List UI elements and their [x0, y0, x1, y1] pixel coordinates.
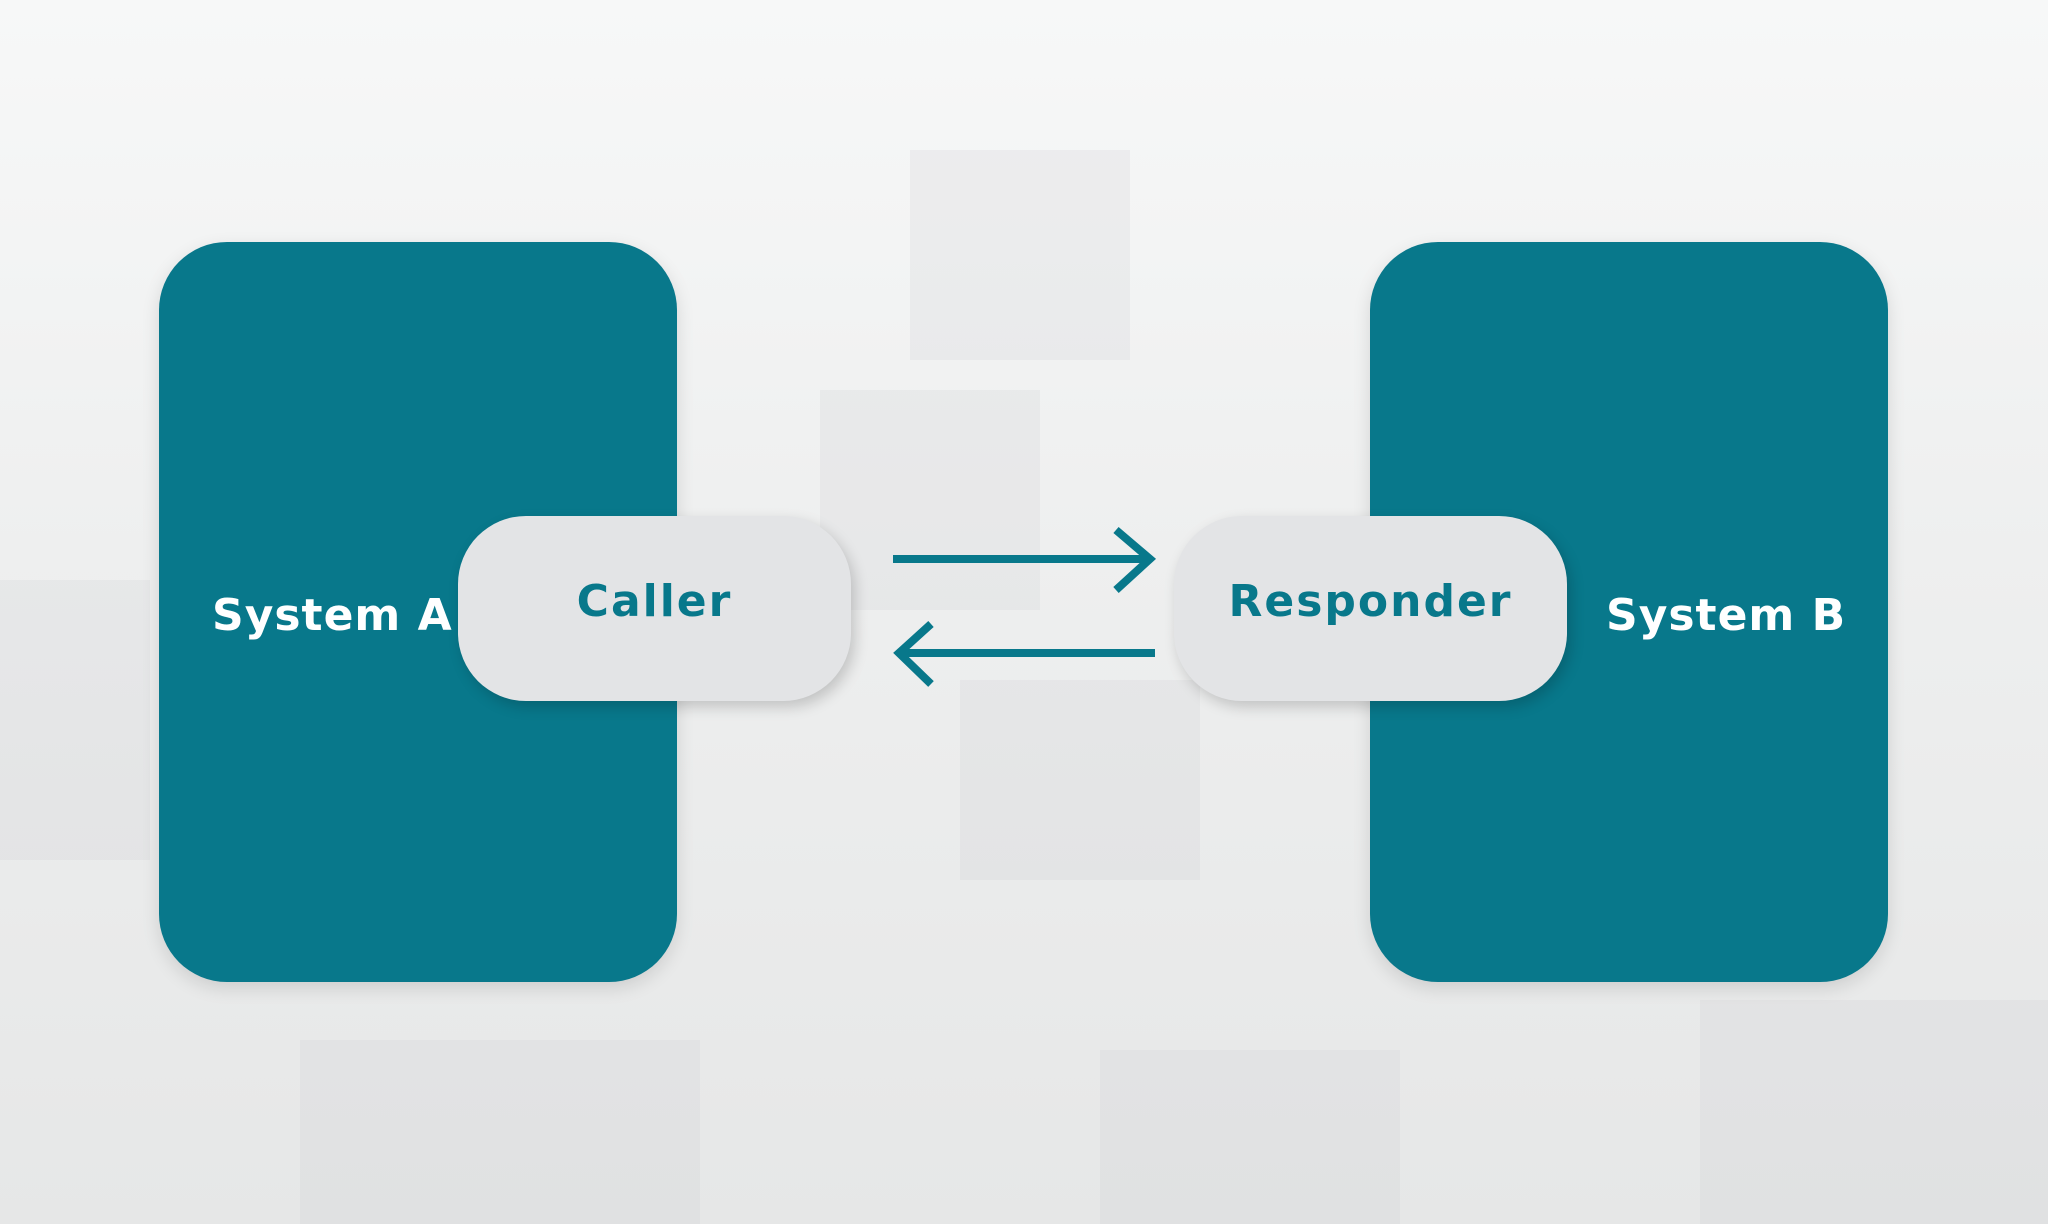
responder-component: Responder — [1174, 516, 1567, 701]
caller-label: Caller — [576, 576, 733, 627]
caller-component: Caller — [458, 516, 851, 701]
request-arrow — [893, 526, 1157, 593]
system-b-label: System B — [1606, 590, 1847, 641]
responder-label: Responder — [1228, 576, 1513, 627]
system-a-label: System A — [212, 590, 453, 641]
response-arrow — [893, 621, 1155, 687]
